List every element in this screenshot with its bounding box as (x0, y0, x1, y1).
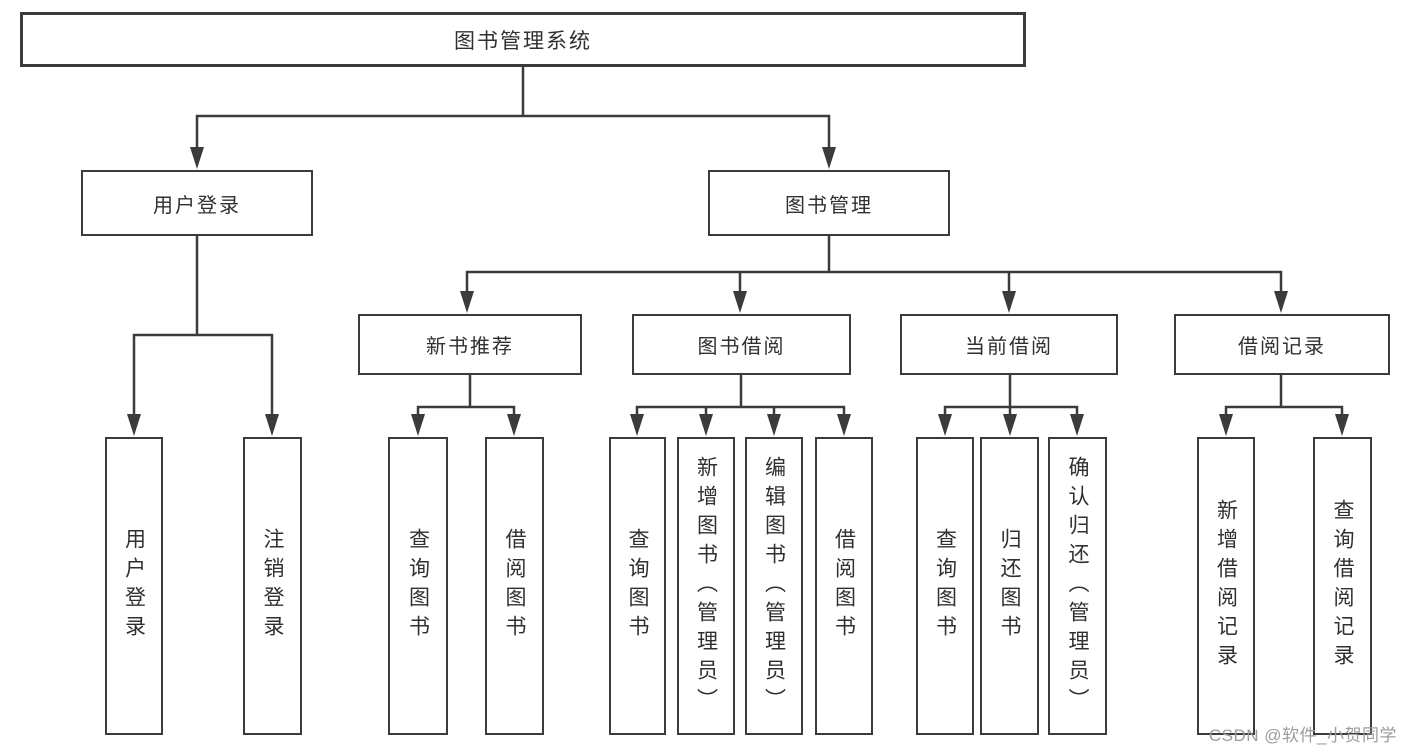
diagram-leaf-recommend-query-books: 查询图书 (388, 437, 448, 735)
diagram-leaf-borrow-query-books-label: 查询图书 (626, 528, 649, 644)
diagram-leaf-borrow-books: 借阅图书 (815, 437, 873, 735)
watermark: CSDN @软件_小贺同学 (1208, 726, 1397, 745)
diagram-leaf-borrow-books-label: 借阅图书 (832, 528, 856, 644)
diagram-leaf-return-books: 归还图书 (980, 437, 1039, 735)
diagram-node-book-management: 图书管理 (708, 170, 950, 236)
diagram-node-borrow-records: 借阅记录 (1174, 314, 1390, 375)
diagram-node-new-book-recommend: 新书推荐 (358, 314, 582, 375)
diagram-node-root: 图书管理系统 (20, 12, 1026, 67)
diagram-leaf-confirm-return-admin-label: 确认归还（管理员） (1066, 455, 1089, 717)
diagram-leaf-query-borrow-record: 查询借阅记录 (1313, 437, 1372, 735)
diagram-leaf-add-borrow-record-label: 新增借阅记录 (1214, 499, 1238, 673)
diagram-leaf-recommend-query-books-label: 查询图书 (406, 528, 430, 644)
diagram-node-new-book-recommend-label: 新书推荐 (426, 336, 514, 358)
diagram-leaf-recommend-borrow-books: 借阅图书 (485, 437, 544, 735)
diagram-leaf-confirm-return-admin: 确认归还（管理员） (1048, 437, 1107, 735)
diagram-node-book-management-label: 图书管理 (785, 194, 873, 217)
diagram-leaf-borrow-query-books: 查询图书 (609, 437, 666, 735)
diagram-leaf-logout-label: 注销登录 (261, 528, 284, 644)
diagram-node-root-label: 图书管理系统 (454, 29, 592, 53)
diagram-leaf-add-borrow-record: 新增借阅记录 (1197, 437, 1255, 735)
diagram-leaf-add-books-admin-label: 新增图书（管理员） (694, 455, 718, 717)
diagram-leaf-recommend-borrow-books-label: 借阅图书 (503, 528, 526, 644)
diagram-leaf-query-borrow-record-label: 查询借阅记录 (1331, 499, 1354, 673)
diagram-leaf-current-query-books-label: 查询图书 (933, 528, 957, 644)
diagram-node-current-borrow-label: 当前借阅 (965, 336, 1053, 358)
arrowheads (127, 147, 1349, 436)
diagram-node-book-borrow: 图书借阅 (632, 314, 851, 375)
diagram-leaf-edit-books-admin: 编辑图书（管理员） (745, 437, 803, 735)
diagram-node-user-login-module-label: 用户登录 (153, 194, 241, 217)
diagram-node-current-borrow: 当前借阅 (900, 314, 1118, 375)
diagram-leaf-edit-books-admin-label: 编辑图书（管理员） (762, 455, 786, 717)
diagram-leaf-logout: 注销登录 (243, 437, 302, 735)
diagram-node-borrow-records-label: 借阅记录 (1238, 336, 1326, 358)
diagram-node-book-borrow-label: 图书借阅 (697, 336, 786, 358)
diagram-leaf-current-query-books: 查询图书 (916, 437, 974, 735)
diagram-leaf-add-books-admin: 新增图书（管理员） (677, 437, 735, 735)
diagram-leaf-user-login: 用户登录 (105, 437, 163, 735)
diagram-node-user-login-module: 用户登录 (81, 170, 313, 236)
diagram-leaf-user-login-label: 用户登录 (122, 528, 146, 644)
diagram-leaf-return-books-label: 归还图书 (998, 528, 1021, 644)
